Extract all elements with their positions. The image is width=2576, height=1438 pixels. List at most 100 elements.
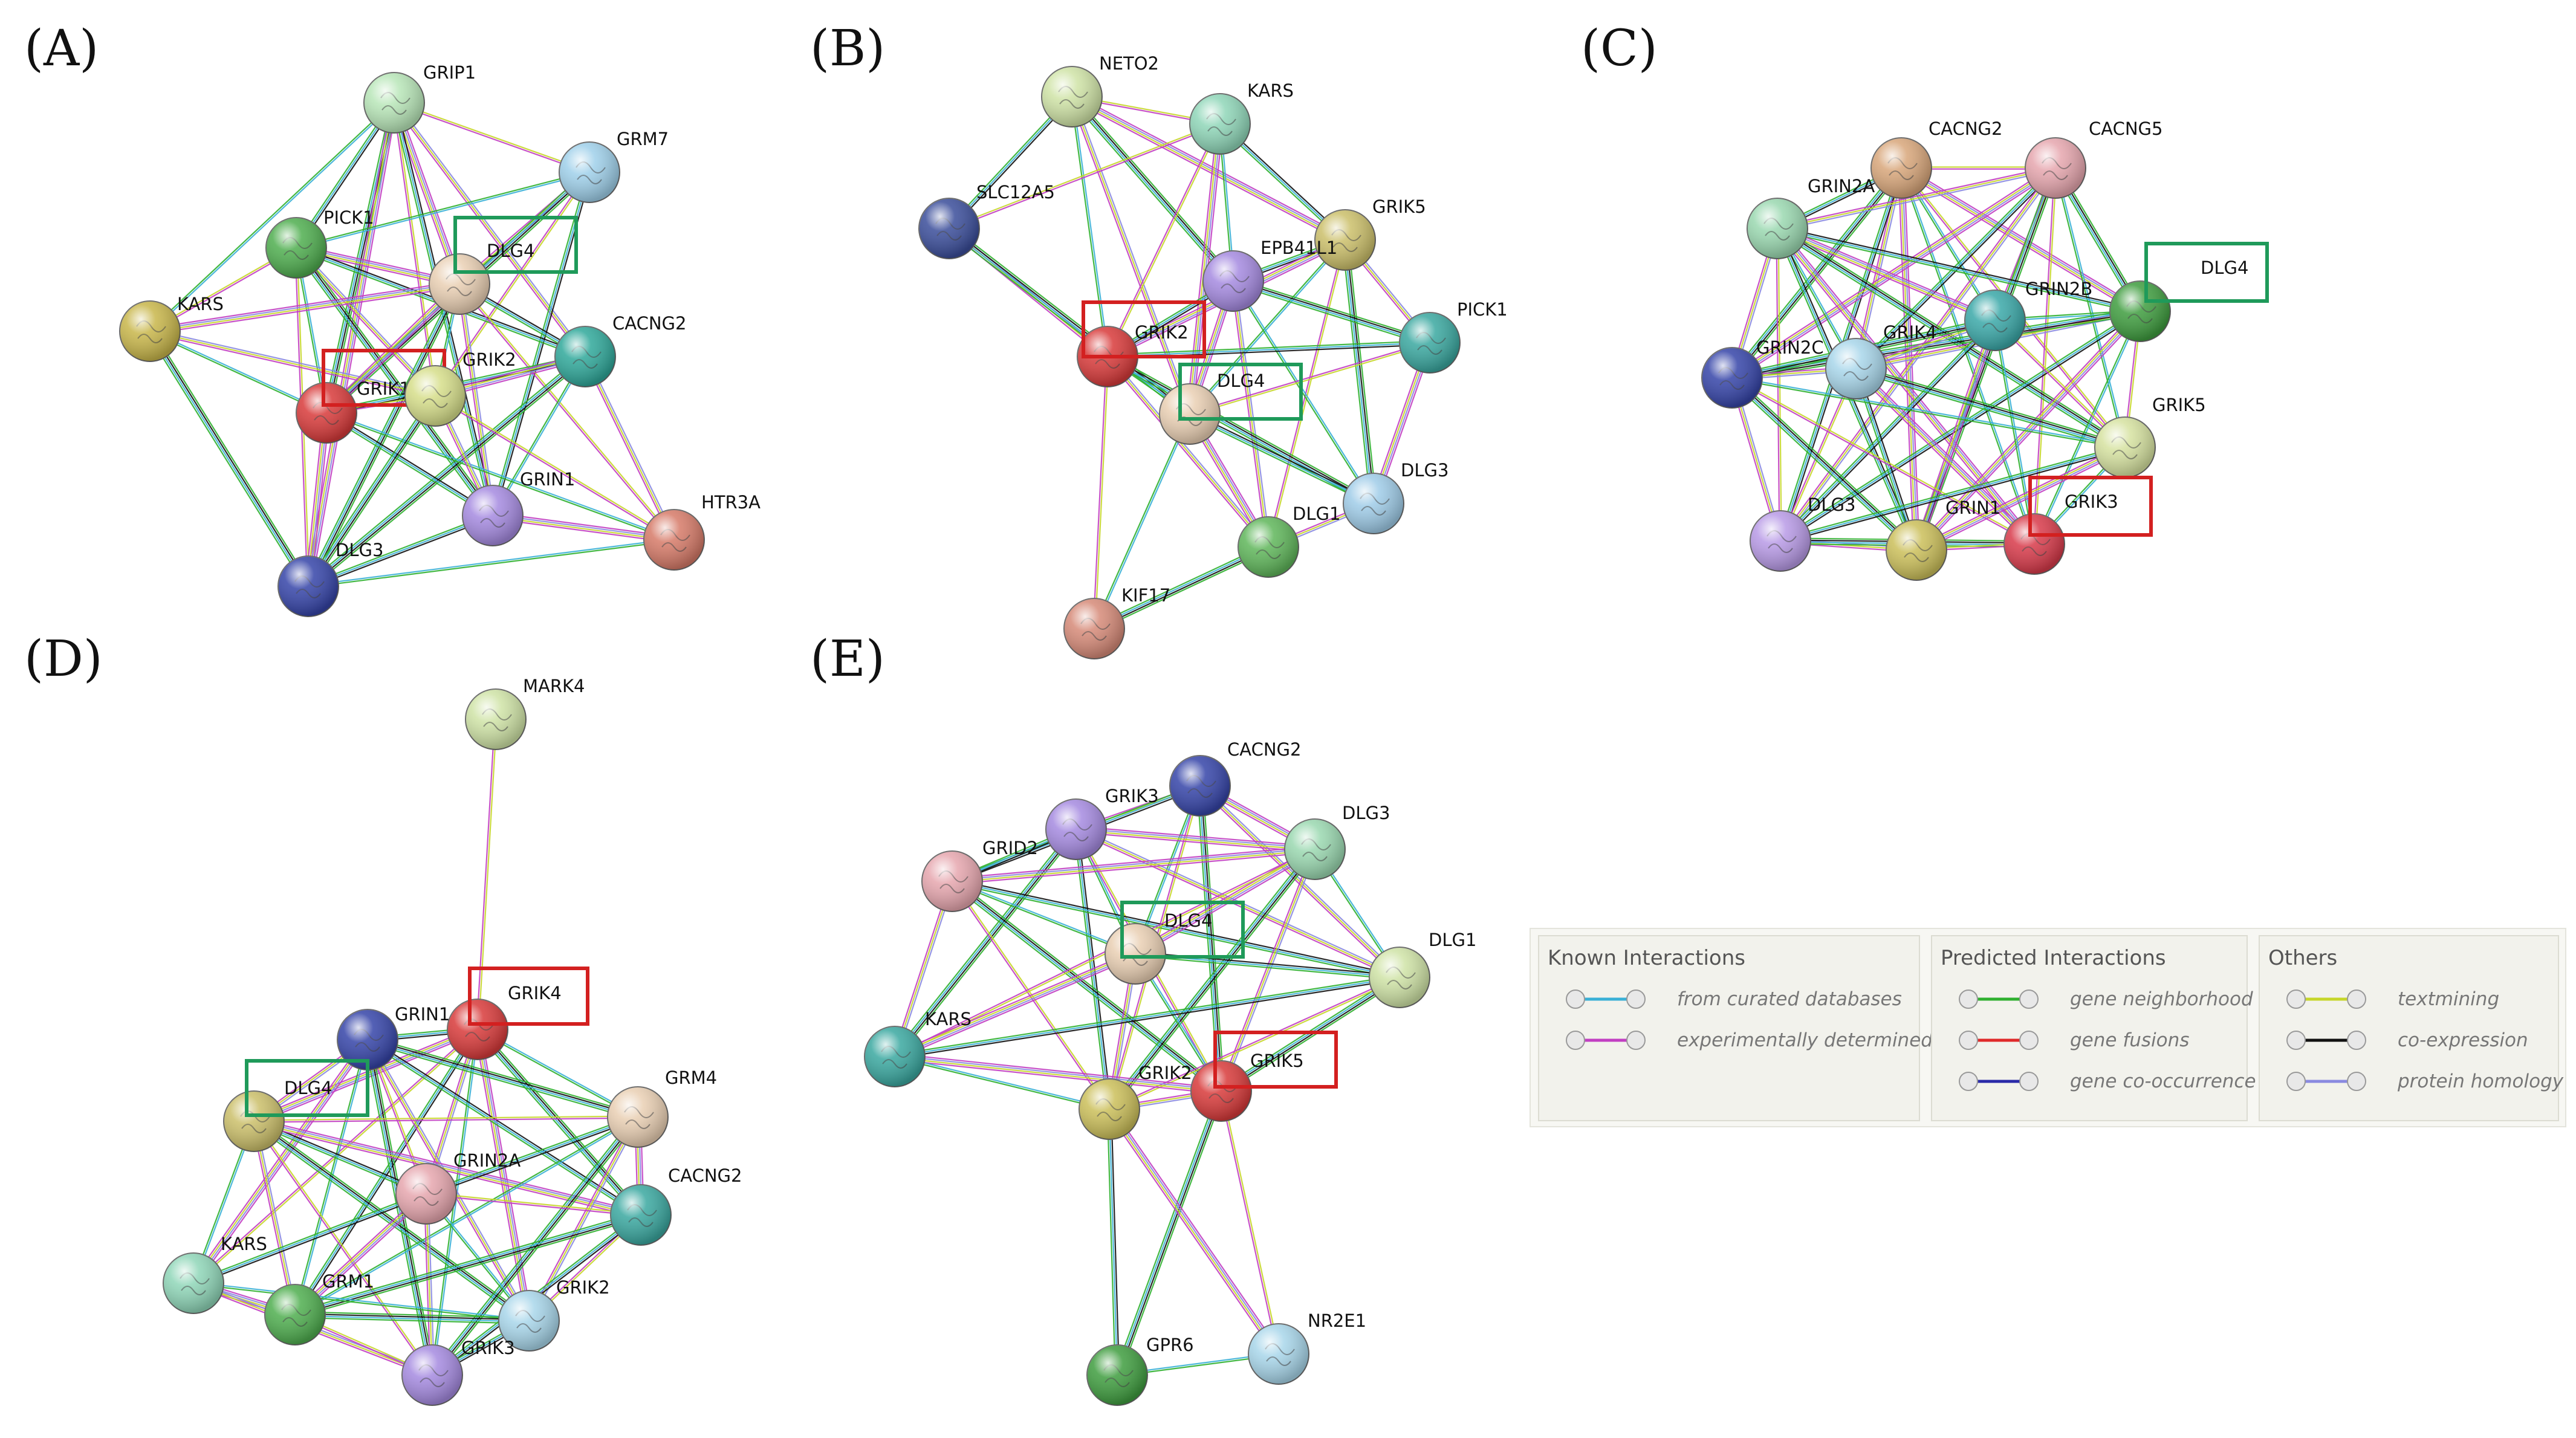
protein-node-cacng2[interactable]: CACNG2: [554, 313, 686, 387]
node-label: SLC12A5: [976, 182, 1055, 202]
edge-strand: [1094, 357, 1109, 629]
edge-swatch-icon: [2286, 1072, 2366, 1091]
protein-node-gpr6[interactable]: GPR6: [1086, 1335, 1194, 1406]
protein-node-cacng2[interactable]: CACNG2: [610, 1165, 742, 1246]
edge-strand: [895, 1055, 1110, 1109]
protein-node-dlg3[interactable]: DLG3: [1284, 803, 1390, 880]
node-sheen: [919, 198, 979, 259]
interaction-edge: [326, 411, 675, 542]
protein-node-dlg4[interactable]: DLG4: [223, 1078, 332, 1152]
protein-node-neto2[interactable]: NETO2: [1041, 53, 1159, 128]
protein-node-grin2c[interactable]: GRIN2C: [1701, 337, 1824, 409]
interaction-edge: [1189, 412, 1375, 506]
protein-node-grip1[interactable]: GRIP1: [363, 62, 476, 134]
protein-node-dlg4[interactable]: DLG4: [2109, 257, 2248, 342]
protein-node-grid2[interactable]: GRID2: [921, 838, 1038, 912]
protein-node-kars[interactable]: KARS: [864, 1009, 972, 1087]
protein-node-grin1[interactable]: GRIN1: [1886, 497, 2000, 581]
protein-node-pick1[interactable]: PICK1: [265, 207, 374, 279]
protein-node-grik2[interactable]: GRIK2: [498, 1277, 610, 1352]
protein-node-grm7[interactable]: GRM7: [559, 129, 669, 203]
edge-strand: [1731, 378, 2034, 546]
protein-node-grik1[interactable]: GRIK1: [296, 378, 410, 444]
protein-node-grik5[interactable]: GRIK5: [1190, 1051, 1304, 1122]
protein-node-grin1[interactable]: GRIN1: [337, 1004, 450, 1070]
interaction-edge: [2054, 167, 2127, 448]
interaction-edge: [475, 1027, 644, 1217]
protein-node-cacng2[interactable]: CACNG2: [1169, 739, 1301, 817]
node-label: DLG1: [1293, 504, 1340, 524]
protein-node-dlg4[interactable]: DLG4: [1159, 371, 1265, 445]
protein-node-grin1[interactable]: GRIN1: [462, 469, 575, 546]
node-label: GRM7: [617, 129, 669, 149]
node-label: NETO2: [1099, 53, 1159, 74]
protein-node-dlg3[interactable]: DLG3: [277, 540, 383, 617]
node-label: CACNG2: [668, 1165, 742, 1186]
protein-node-nr2e1[interactable]: NR2E1: [1248, 1310, 1366, 1385]
edge-strand: [894, 974, 1400, 1055]
protein-node-grin2a[interactable]: GRIN2A: [1747, 176, 1875, 259]
protein-node-mark4[interactable]: MARK4: [465, 676, 585, 750]
node-label: GRM4: [665, 1067, 717, 1088]
protein-node-dlg1[interactable]: DLG1: [1369, 930, 1476, 1008]
edge-strand: [476, 1029, 529, 1321]
interaction-edge: [1219, 1090, 1280, 1355]
protein-node-grm4[interactable]: GRM4: [607, 1067, 717, 1148]
protein-node-kars[interactable]: KARS: [1189, 80, 1294, 155]
node-label: DLG4: [284, 1078, 332, 1098]
protein-node-grik3[interactable]: GRIK3: [1045, 786, 1159, 860]
edge-strand: [1900, 168, 1916, 551]
legend-item-label: gene neighborhood: [2070, 988, 2253, 1010]
protein-node-grik4[interactable]: GRIK4: [447, 983, 562, 1060]
protein-node-slc12a5[interactable]: SLC12A5: [918, 182, 1055, 259]
protein-node-kars[interactable]: KARS: [119, 294, 224, 362]
protein-node-grik5[interactable]: GRIK5: [1314, 196, 1426, 271]
protein-node-grin2b[interactable]: GRIN2B: [1964, 279, 2092, 351]
protein-node-dlg4[interactable]: DLG4: [429, 241, 534, 315]
interaction-edge: [294, 1211, 642, 1318]
protein-node-epb41l1[interactable]: EPB41L1: [1202, 238, 1337, 312]
protein-node-grik2[interactable]: GRIK2: [404, 349, 516, 427]
protein-node-cacng2[interactable]: CACNG2: [1870, 118, 2002, 199]
protein-node-kif17[interactable]: KIF17: [1063, 585, 1170, 659]
legend-item-label: gene co-occurrence: [2070, 1070, 2256, 1092]
swatch-node: [1566, 1031, 1585, 1050]
edge-strand: [253, 1122, 426, 1196]
edge-strand: [310, 285, 463, 588]
edge-strand: [190, 1037, 366, 1282]
edge-strand: [1219, 1091, 1279, 1355]
protein-node-grik3[interactable]: GRIK3: [2003, 491, 2118, 575]
interaction-edge: [1106, 1109, 1120, 1376]
protein-node-grik3[interactable]: GRIK3: [401, 1338, 515, 1406]
interaction-edge: [894, 1055, 1110, 1111]
interaction-edge: [952, 846, 1316, 885]
swatch-node: [2286, 1072, 2306, 1091]
edge-strand: [192, 1191, 426, 1283]
protein-node-cacng5[interactable]: CACNG5: [2025, 118, 2162, 199]
interaction-edge: [1779, 444, 2126, 544]
protein-node-grm1[interactable]: GRM1: [264, 1271, 374, 1346]
protein-node-pick1[interactable]: PICK1: [1399, 299, 1508, 374]
protein-node-grik2[interactable]: GRIK2: [1079, 1063, 1192, 1140]
edge-strand: [1108, 355, 1375, 504]
edge-layer: [1729, 164, 2144, 554]
node-label: GRIN1: [395, 1004, 450, 1025]
protein-node-grin2a[interactable]: GRIN2A: [395, 1150, 521, 1225]
protein-node-htr3a[interactable]: HTR3A: [643, 492, 761, 571]
edge-strand: [305, 394, 433, 585]
protein-node-dlg3[interactable]: DLG3: [1343, 460, 1449, 534]
protein-node-dlg1[interactable]: DLG1: [1238, 504, 1340, 578]
interaction-edge: [366, 1037, 643, 1217]
protein-node-grik5[interactable]: GRIK5: [2094, 395, 2206, 478]
edge-strand: [1222, 979, 1402, 1094]
node-sheen: [922, 851, 982, 912]
interaction-edge: [192, 1191, 427, 1286]
protein-node-dlg3[interactable]: DLG3: [1750, 494, 1855, 572]
edge-strand: [394, 102, 586, 357]
node-sheen: [2004, 514, 2065, 574]
protein-node-grik4[interactable]: GRIK4: [1825, 322, 1937, 400]
protein-node-kars[interactable]: KARS: [163, 1234, 267, 1314]
legend-item-fusions: gene fusions: [1956, 1026, 2319, 1056]
edge-strand: [1190, 240, 1347, 415]
